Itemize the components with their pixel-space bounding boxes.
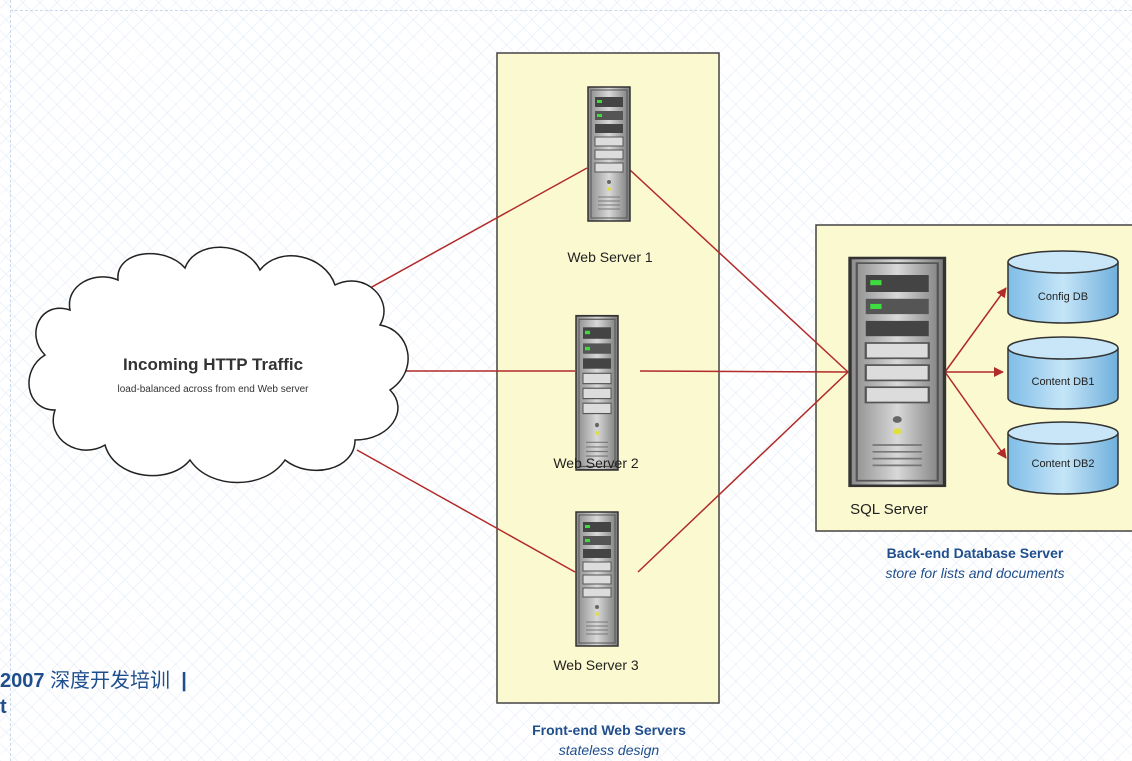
sql-server-icon: [848, 256, 947, 488]
web3-to-sql-line: [637, 371, 849, 573]
back-end-group-subtitle: store for lists and documents: [886, 565, 1065, 581]
front-end-group-title: Front-end Web Servers: [532, 722, 686, 738]
footer-line-2: t: [0, 696, 7, 718]
footer-separator: |: [181, 670, 187, 692]
content-db1-icon: [1007, 336, 1119, 410]
connector-lines: [351, 167, 1007, 573]
sql-server-label: SQL Server: [850, 501, 928, 518]
cloud-to-web3-line: [356, 449, 576, 573]
content-db2-icon: [1007, 421, 1119, 495]
web-server-1-icon: [587, 86, 631, 222]
footer-line-1: 2007 深度开发培训 |: [0, 668, 187, 694]
web-server-2-label: Web Server 2: [553, 455, 639, 471]
cloud-to-web1-line: [351, 167, 588, 299]
web-server-2-icon: [575, 314, 619, 471]
config-db-icon: [1007, 250, 1119, 324]
cloud-title: Incoming HTTP Traffic: [123, 355, 303, 374]
web-server-3-icon: [575, 511, 619, 647]
config-db-label: Config DB: [1038, 291, 1088, 303]
slide-top-border: [10, 10, 1132, 12]
back-end-group-title: Back-end Database Server: [887, 545, 1064, 561]
web-server-1-label: Web Server 1: [567, 249, 653, 265]
content-db2-label: Content DB2: [1032, 458, 1095, 470]
slide-footer: 2007 深度开发培训 | t: [0, 668, 187, 720]
front-end-group-subtitle: stateless design: [559, 742, 660, 758]
cloud-subtitle: load-balanced across from end Web server: [117, 384, 309, 395]
sql-to-content-db2-arrow: [944, 371, 1007, 459]
footer-text: 深度开发培训: [50, 670, 171, 692]
cloud-shape: [28, 246, 409, 484]
footer-year: 2007: [0, 670, 45, 692]
slide-left-border: [10, 0, 12, 761]
web2-to-sql-line: [639, 370, 849, 373]
web1-to-sql-line: [629, 169, 849, 373]
web-server-3-label: Web Server 3: [553, 657, 639, 673]
content-db1-label: Content DB1: [1032, 376, 1095, 388]
sql-to-config-db-arrow: [944, 287, 1007, 373]
